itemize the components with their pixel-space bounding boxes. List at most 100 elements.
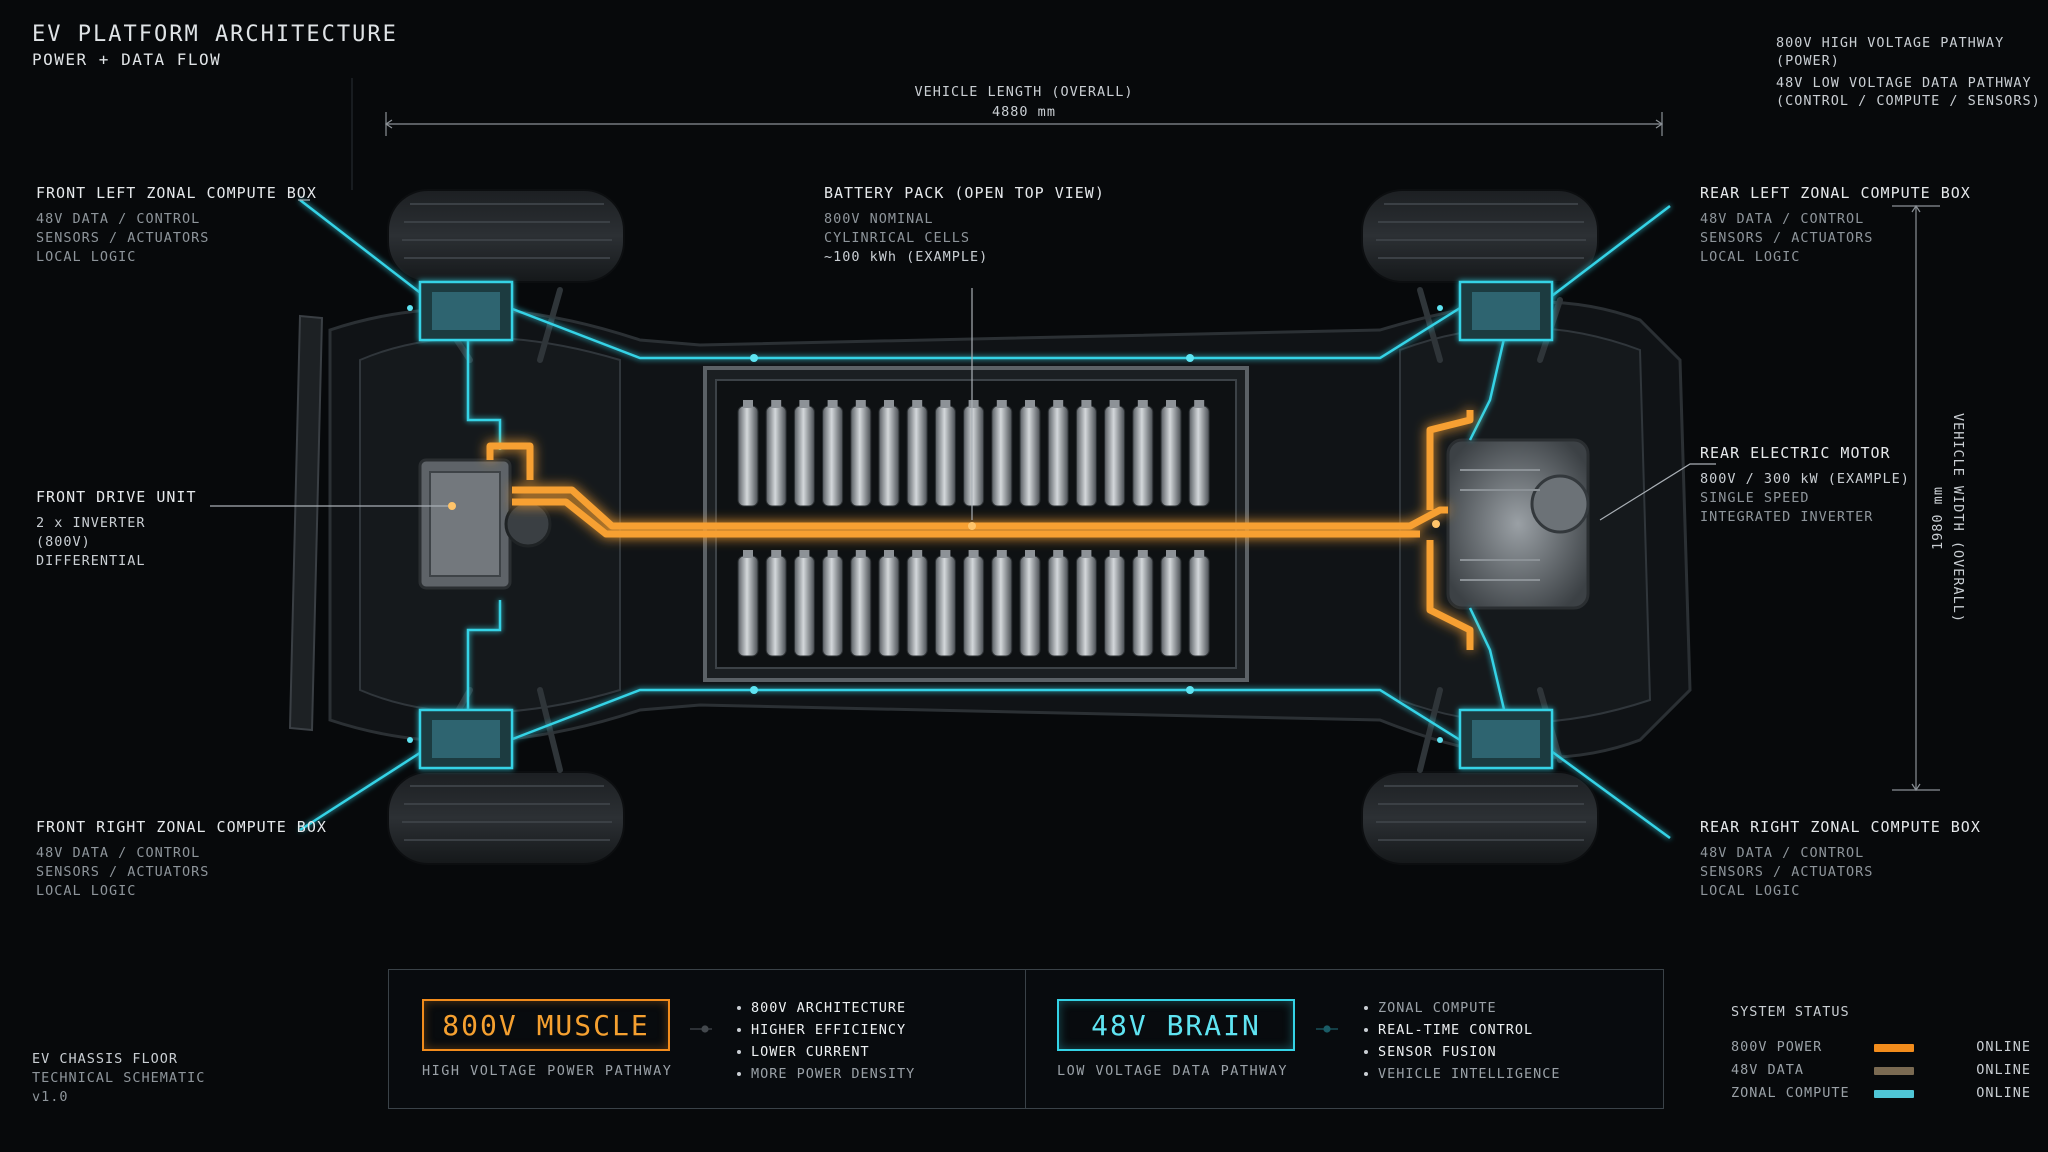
wheel-rear-left [1361, 189, 1599, 283]
legend-lv-label: 48V LOW VOLTAGE DATA PATHWAY [1776, 75, 2032, 91]
battery-cell-terminal [1137, 550, 1148, 558]
data-pathway [299, 199, 1671, 840]
width-value: 1980 mm [1930, 486, 1946, 550]
callout-line: LOCAL LOGIC [1700, 883, 1801, 899]
vehicle-length-dimension: VEHICLE LENGTH (OVERALL) 4880 mm [864, 82, 1184, 122]
battery-cell [1019, 555, 1041, 657]
status-swatch [1874, 1067, 1914, 1075]
battery-cell [963, 405, 985, 507]
battery-cell [1160, 405, 1182, 507]
length-value: 4880 mm [992, 104, 1056, 120]
footer-line: EV CHASSIS FLOOR [32, 1051, 179, 1067]
battery-cell-terminal [996, 550, 1007, 558]
wheel-front-left [387, 189, 625, 283]
callout-line: 800V / 300 kW (EXAMPLE) [1700, 471, 1910, 487]
battery-cell-terminal [1109, 550, 1120, 558]
callout-front-left-zonal: FRONT LEFT ZONAL COMPUTE BOX 48V DATA / … [36, 184, 317, 267]
battery-cell-terminal [1081, 400, 1092, 408]
callout-rear-left-zonal: REAR LEFT ZONAL COMPUTE BOX 48V DATA / C… [1700, 184, 1971, 267]
battery-cell [991, 405, 1013, 507]
battery-cell-terminal [1194, 550, 1205, 558]
battery-cell-terminal [1025, 400, 1035, 408]
battery-cell [1188, 555, 1210, 657]
callout-line: LOCAL LOGIC [36, 883, 137, 899]
zonal-compute-front-left [418, 280, 514, 342]
callout-line: (800V) [36, 534, 91, 550]
zonal-compute-rear-left [1458, 280, 1554, 342]
status-row-800v-power: 800V POWER ONLINE [1731, 1039, 2031, 1057]
battery-cell-terminal [1194, 400, 1205, 408]
callout-line: SENSORS / ACTUATORS [1700, 230, 1874, 246]
callout-line: SENSORS / ACTUATORS [1700, 864, 1874, 880]
battery-cell [793, 405, 815, 507]
battery-cell-terminal [1109, 400, 1120, 408]
footer-document-info: EV CHASSIS FLOOR TECHNICAL SCHEMATIC v1.… [32, 1050, 205, 1107]
width-dimension [1892, 204, 1940, 792]
callout-front-right-zonal: FRONT RIGHT ZONAL COMPUTE BOX 48V DATA /… [36, 818, 327, 901]
battery-cell [822, 405, 844, 507]
callout-front-drive-unit: FRONT DRIVE UNIT 2 x INVERTER (800V) DIF… [36, 488, 197, 571]
footer-line: TECHNICAL SCHEMATIC [32, 1070, 206, 1086]
vehicle-width-dimension: VEHICLE WIDTH (OVERALL) 1980 mm [1930, 413, 1966, 623]
length-label: VEHICLE LENGTH (OVERALL) [914, 84, 1134, 100]
rear-electric-motor [1446, 438, 1590, 610]
battery-cell [793, 555, 815, 657]
callout-line: 48V DATA / CONTROL [36, 211, 201, 227]
battery-cell [1132, 555, 1154, 657]
battery-cell [822, 555, 844, 657]
status-value: ONLINE [1976, 1085, 2031, 1101]
battery-cell-terminal [827, 550, 838, 558]
battery-cell-terminal [771, 400, 782, 408]
battery-cell [850, 555, 872, 657]
battery-cell [878, 405, 900, 507]
callout-line: DIFFERENTIAL [36, 553, 146, 569]
callout-title: BATTERY PACK (OPEN TOP VIEW) [824, 184, 1105, 202]
battery-cell-terminal [799, 550, 810, 558]
battery-cell-terminal [743, 400, 753, 408]
callout-line: 800V NOMINAL [824, 211, 934, 227]
battery-cell-terminal [799, 400, 810, 408]
bullet-item: ZONAL COMPUTE [1364, 997, 1561, 1019]
brain-caption: LOW VOLTAGE DATA PATHWAY [1057, 1063, 1289, 1079]
battery-cell-terminal [912, 550, 923, 558]
system-status-title: SYSTEM STATUS [1731, 1004, 1850, 1020]
callout-line: CYLINRICAL CELLS [824, 230, 971, 246]
battery-cell [906, 405, 928, 507]
status-row-zonal-compute: ZONAL COMPUTE ONLINE [1731, 1085, 2031, 1103]
battery-cell [765, 555, 787, 657]
callout-line: LOCAL LOGIC [36, 249, 137, 265]
battery-cell-terminal [968, 400, 979, 408]
battery-cell [934, 555, 956, 657]
footer-line: v1.0 [32, 1089, 69, 1105]
width-label: VEHICLE WIDTH (OVERALL) [1950, 413, 1966, 623]
callout-line: INTEGRATED INVERTER [1700, 509, 1874, 525]
legend-low-voltage: 48V LOW VOLTAGE DATA PATHWAY (CONTROL / … [1776, 74, 2041, 110]
battery-cell-terminal [1137, 400, 1148, 408]
brain-badge: 48V BRAIN [1057, 999, 1295, 1051]
bullet-item: MORE POWER DENSITY [737, 1063, 915, 1085]
battery-cell [1132, 405, 1154, 507]
callout-line: 48V DATA / CONTROL [36, 845, 201, 861]
status-swatch [1874, 1090, 1914, 1098]
legend-lv-sub: (CONTROL / COMPUTE / SENSORS) [1776, 93, 2041, 109]
callout-title: FRONT DRIVE UNIT [36, 488, 197, 506]
battery-cell-terminal [884, 400, 894, 408]
callout-battery-pack: BATTERY PACK (OPEN TOP VIEW) 800V NOMINA… [824, 184, 1105, 267]
callout-rear-electric-motor: REAR ELECTRIC MOTOR 800V / 300 kW (EXAMP… [1700, 444, 1910, 527]
battery-cell [1075, 555, 1097, 657]
summary-panel: 800V MUSCLE HIGH VOLTAGE POWER PATHWAY 8… [388, 969, 1664, 1109]
battery-cell [1104, 555, 1126, 657]
battery-cell-terminal [1053, 550, 1064, 558]
battery-cell [850, 405, 872, 507]
battery-cell [963, 555, 985, 657]
status-name: 800V POWER [1731, 1039, 1823, 1055]
status-value: ONLINE [1976, 1062, 2031, 1078]
front-drive-unit [418, 458, 552, 590]
bullet-item: REAL-TIME CONTROL [1364, 1019, 1561, 1041]
page-subtitle: POWER + DATA FLOW [32, 50, 222, 69]
battery-cell [1188, 405, 1210, 507]
legend-hv-sub: (POWER) [1776, 53, 1840, 69]
battery-cell-terminal [855, 400, 866, 408]
callout-line: 2 x INVERTER [36, 515, 146, 531]
